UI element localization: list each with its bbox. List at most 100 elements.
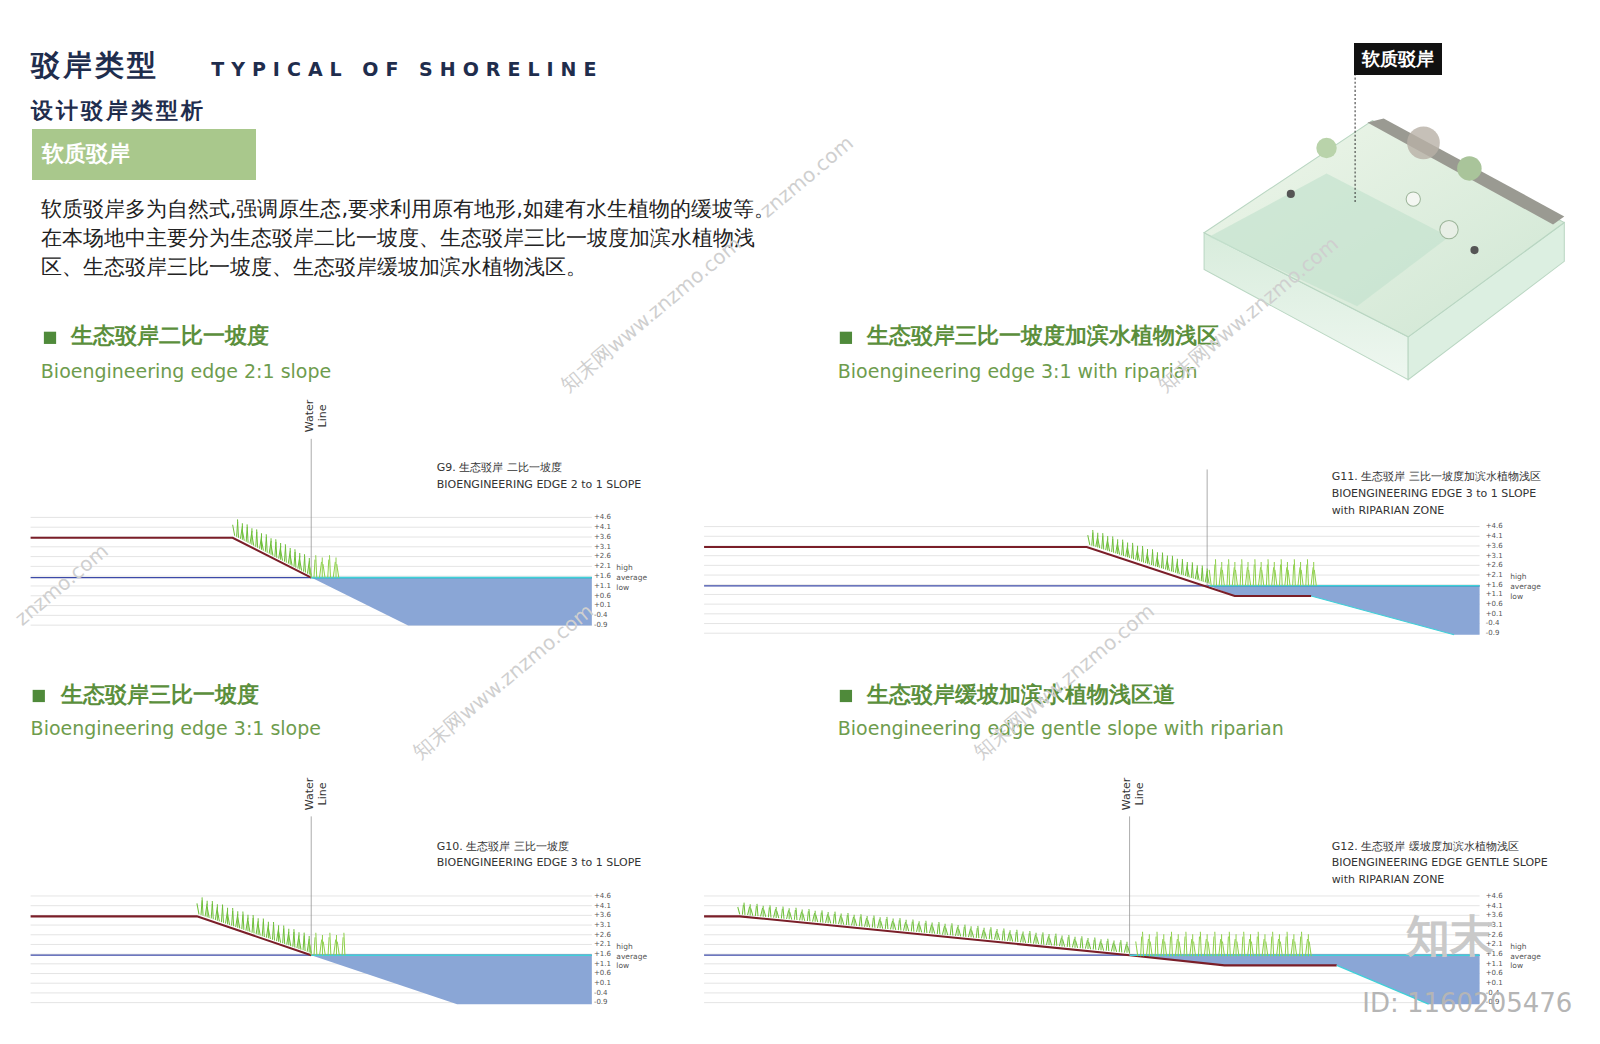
grass-blade [893,919,894,930]
grass-blade [336,557,337,577]
grass-blade [1242,559,1243,586]
grass-blade [989,929,990,939]
grass-blade [1041,935,1042,945]
grass-blade [846,915,847,925]
grass-blade [1236,934,1237,956]
body-text: 软质驳岸多为自然式,强调原生态,要求利用原有地形,如建有水生植物的缓坡等。在本场… [41,195,786,282]
grass-blade [1126,942,1127,953]
section-subtitle: Bioengineering edge gentle slope with ri… [838,717,1284,740]
grass-blade [800,912,802,921]
section-subtitle: Bioengineering edge 2:1 slope [41,360,331,383]
grass-blade [1194,941,1196,956]
grass-blade [789,908,790,919]
grass-blade [1043,932,1044,944]
grass-blade [1075,937,1076,948]
grass-blade [794,910,795,920]
section-subtitle: Bioengineering edge 3:1 slope [31,717,321,740]
grass-blade [1076,941,1078,948]
grass-blade [755,906,756,916]
grass-blade [294,929,295,947]
grass-blade [1266,565,1267,586]
section-heading: 生态驳岸二比一坡度 [71,323,269,349]
grass-blade [976,928,977,938]
grass-blade [1133,543,1134,559]
grass-blade [1237,941,1239,956]
grass-blade [985,932,987,939]
grass-blade [266,534,267,552]
grass-blade [809,909,810,921]
grid-line [704,575,1480,576]
elevation-mark: +0.6 [1486,969,1503,977]
section-heading: 生态驳岸三比一坡度加滨水植物浅区 [867,323,1219,349]
grass-blade [1305,939,1307,956]
watermark: znzmo.com [10,539,113,631]
grass-blade [946,928,948,935]
grass-blade [1258,932,1259,956]
grass-blade [952,923,953,935]
grass-blade [1255,559,1256,586]
bullet-square [840,332,852,344]
grass-blade [1111,943,1113,952]
grass-blade [1178,934,1179,956]
water-level-note: average [616,573,647,582]
section-caption: G9. 生态驳岸 二比一坡度 [437,461,562,474]
grid-line [704,944,1480,945]
grass-blade [1301,570,1303,586]
grass-blade [1227,565,1228,586]
drawing-part [1367,118,1564,224]
watermark: znzmo.com [755,131,858,223]
grass-blade [217,910,219,921]
section-caption: with RIPARIAN ZONE [1332,504,1445,517]
grass-blade [207,907,209,918]
grass-blade [744,903,745,915]
grass-blade [1198,937,1199,957]
grass-blade [1262,939,1264,956]
grass-blade [248,921,250,932]
water-level-note: low [616,583,629,592]
grass-blade [842,917,844,924]
elevation-mark: +0.1 [594,601,611,609]
grass-blade [932,922,933,933]
grass-blade [1037,937,1039,944]
grass-blade [1311,567,1313,586]
grass-blade [803,913,805,920]
grass-blade [304,933,305,951]
grass-blade [1136,941,1138,956]
grass-blade [1175,939,1177,956]
grass-blade [790,912,792,919]
grass-blade [906,920,907,931]
grass-blade [289,935,291,946]
grass-blade [929,925,931,934]
grass-blade [1273,932,1274,956]
grass-blade [1015,932,1016,942]
grid-line [704,623,1480,624]
node-text: 软质驳岸 [42,139,130,169]
grass-blade [1002,931,1003,941]
grass-blade [885,919,886,929]
grass-blade [911,922,912,932]
grass-blade [1295,941,1297,956]
callout-tag: 软质驳岸 [1354,43,1442,75]
grass-blade [252,535,254,546]
drawing-part [704,955,1480,956]
grass-blade [1229,932,1230,956]
grass-blade [1062,935,1063,946]
grass-blade [945,924,946,935]
water-level-note: low [1510,592,1523,601]
grass-blade [328,560,329,578]
grass-blade [878,919,880,928]
grass-blade [959,929,961,936]
drawing-part [1287,190,1295,198]
grass-blade [1170,937,1171,957]
grass-blade [319,562,321,578]
water-level-note: average [616,952,647,961]
grass-blade [807,911,808,921]
grass-blade [1300,562,1301,586]
drawing-part [311,954,592,956]
elevation-mark: +3.1 [594,543,611,551]
grass-blade [212,901,213,919]
grass-blade [1251,941,1253,956]
elevation-mark: -0.9 [594,621,608,629]
grass-blade [1184,937,1185,957]
water-line-label: Water Line [303,774,329,814]
